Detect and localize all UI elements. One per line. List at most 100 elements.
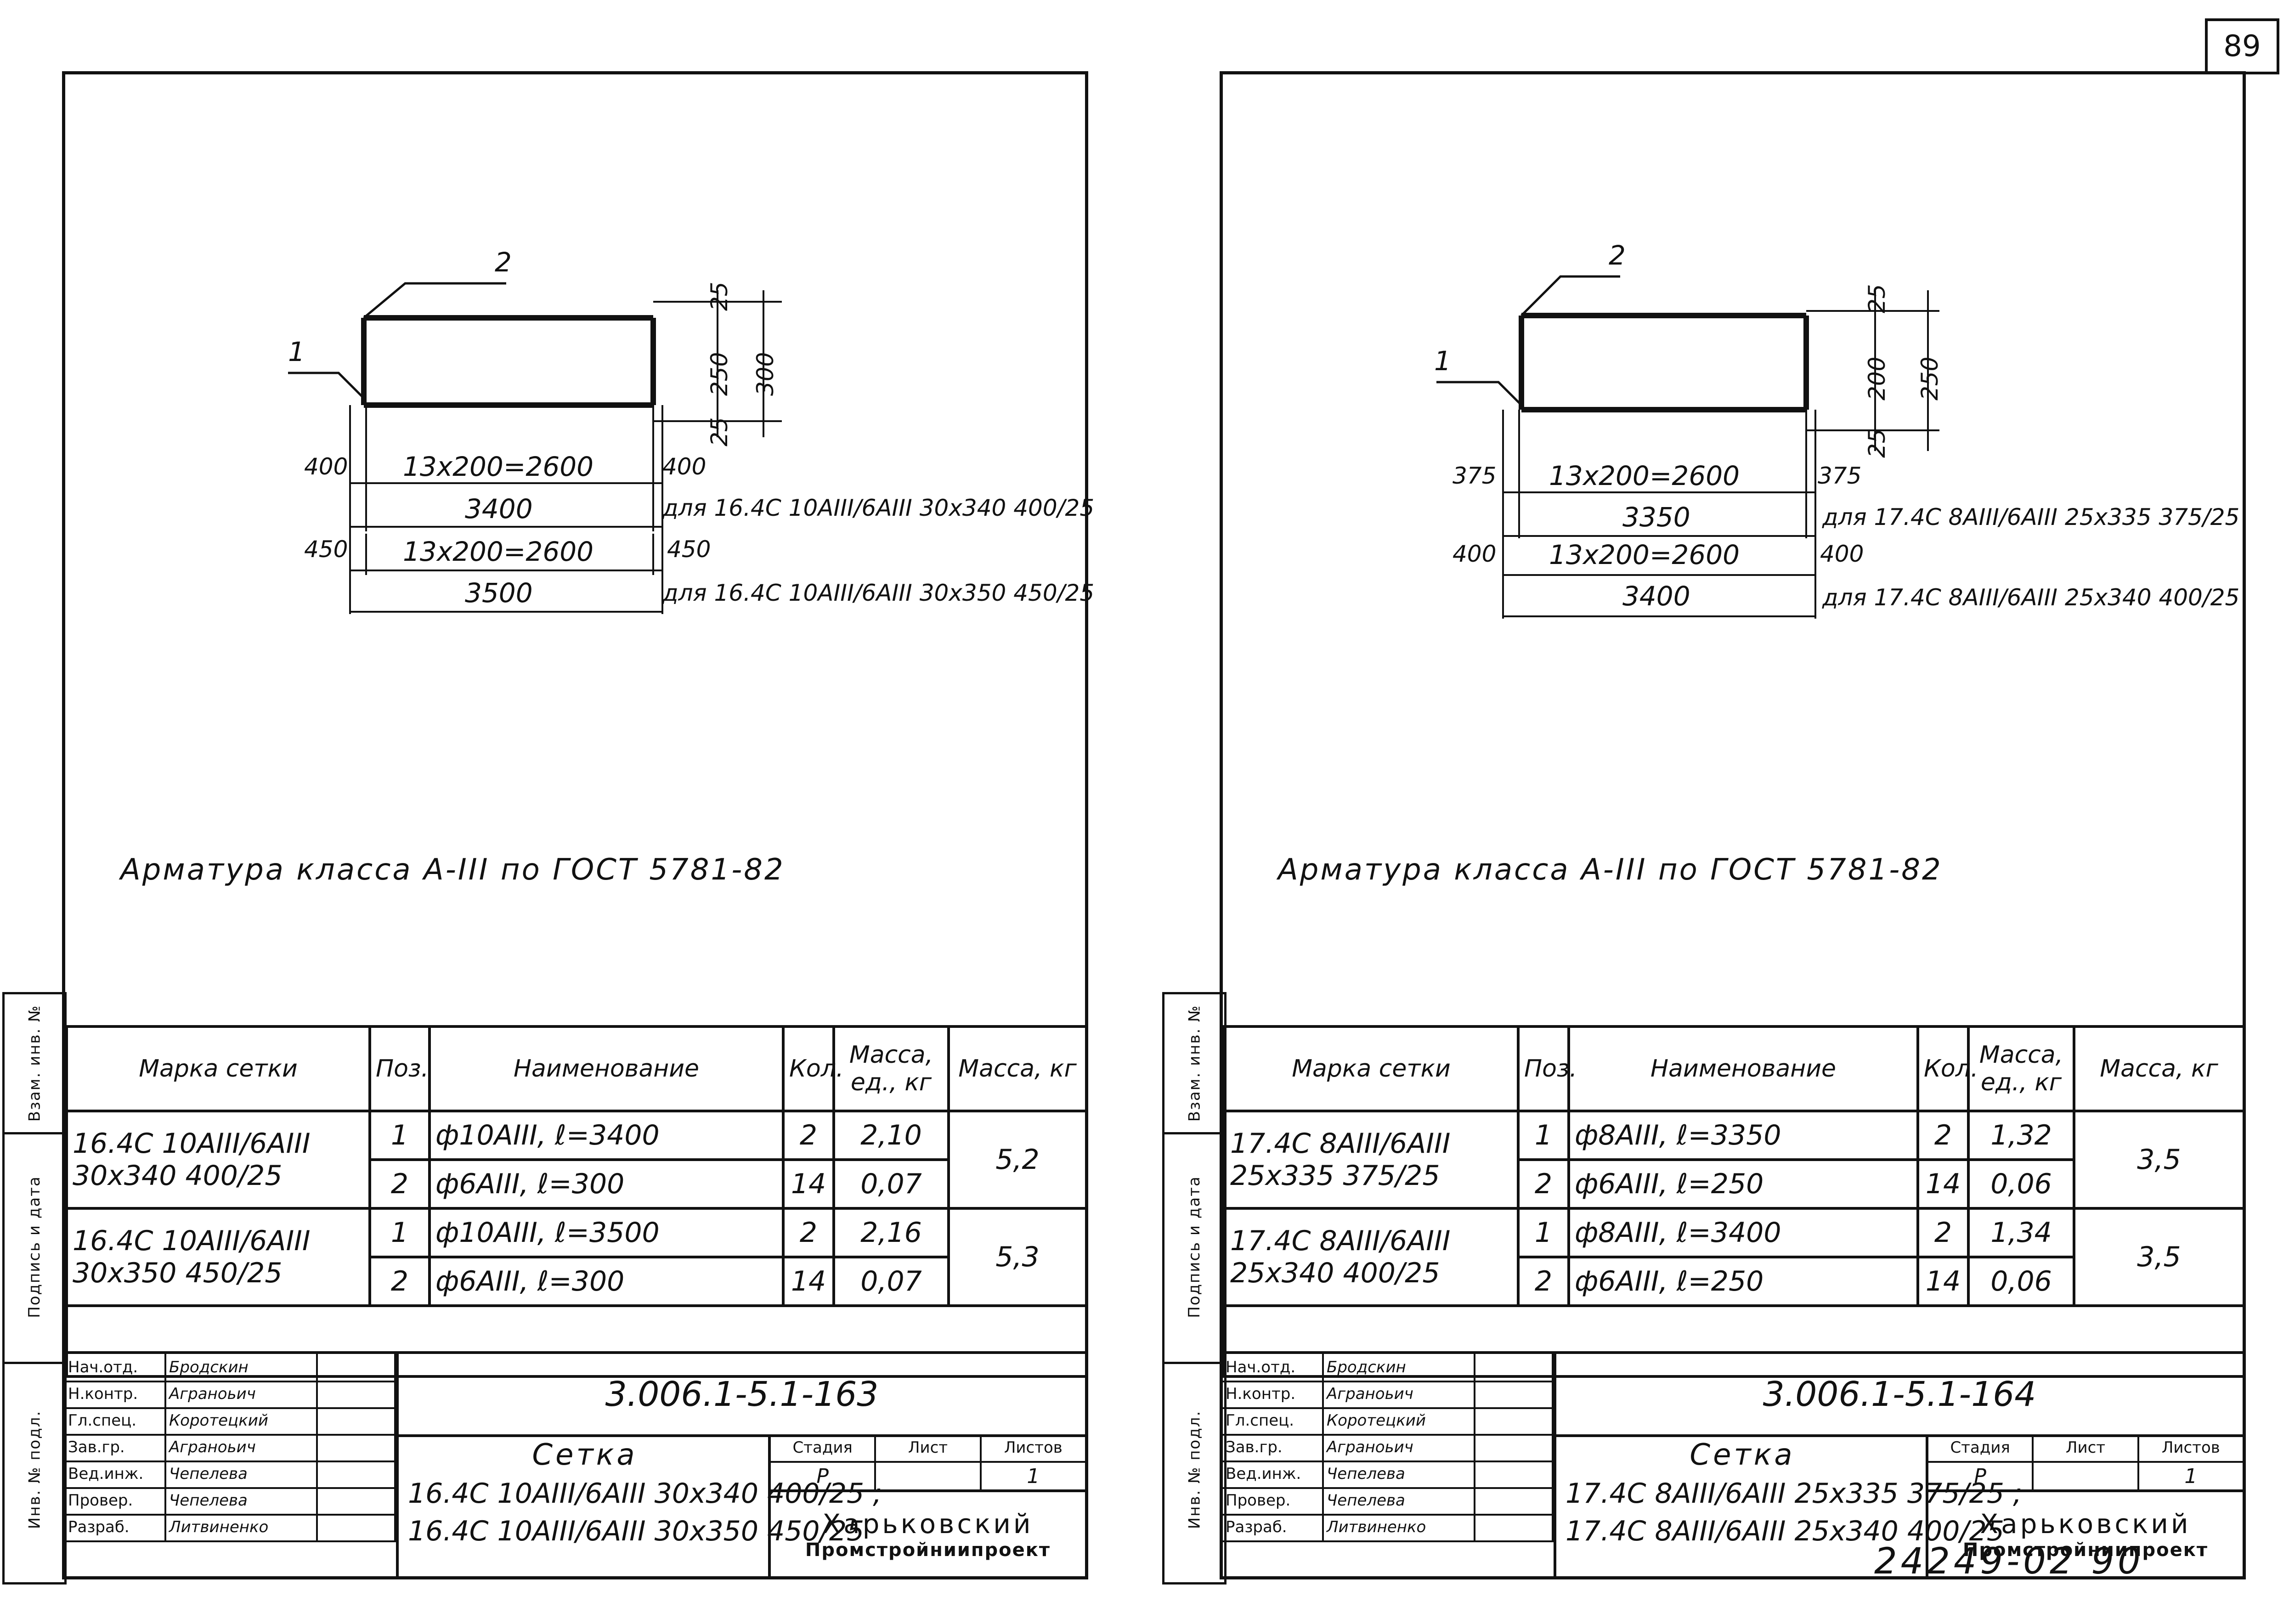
unit-mass-cell: 0,06 xyxy=(1967,1256,2075,1307)
sheets-value: 1 xyxy=(2139,1461,2243,1489)
mesh-drawing: 2 1 25 250 300 25 400 13x200=2600 400 34… xyxy=(65,74,1094,717)
table-row: 2 ф6АIII, ℓ=300 14 0,07 xyxy=(67,1256,1086,1307)
unit-mass-cell: 1,32 xyxy=(1967,1110,2075,1161)
name-cell: ф6АIII, ℓ=300 xyxy=(428,1256,785,1307)
qty-cell: 14 xyxy=(1916,1158,1970,1210)
unit-mass-cell: 0,07 xyxy=(832,1158,950,1210)
signature xyxy=(1475,1514,1554,1540)
specification-table: Марка сетки Поз. Наименование Кол. Масса… xyxy=(65,1025,1088,1378)
drawing-sheet-164: 2 1 25 200 250 25 375 13x200=2600 375 33… xyxy=(1220,71,2246,1579)
pos2-label: 2 xyxy=(1609,240,1626,271)
signature xyxy=(1475,1354,1554,1381)
pos-cell: 2 xyxy=(368,1158,431,1210)
mesh-drawing: 2 1 25 200 250 25 375 13x200=2600 375 33… xyxy=(1223,74,2243,717)
dim-row1-total: 3350 xyxy=(1622,502,1690,533)
dim-row2-total: 3400 xyxy=(1622,581,1690,612)
dim-mid: 250 xyxy=(706,352,733,396)
signature-row: Провер.Чепелева xyxy=(65,1487,396,1516)
signature-row: Гл.спец.Коротецкий xyxy=(1223,1407,1554,1436)
qty-cell: 14 xyxy=(782,1256,835,1307)
dim-row1-span: 13x200=2600 xyxy=(1549,460,1740,491)
side-strip-cell: Подпись и дата xyxy=(1164,1132,1224,1364)
stage-value: Р xyxy=(1928,1461,2032,1489)
dim-row1-span: 13x200=2600 xyxy=(403,451,594,482)
unit-mass-cell: 1,34 xyxy=(1967,1207,2075,1258)
dim-row2-span: 13x200=2600 xyxy=(1549,539,1740,570)
mesh-drawing-svg xyxy=(288,282,782,614)
signature-row: Нач.отд.Бродскин xyxy=(65,1354,396,1382)
name-cell: ф10АIII, ℓ=3400 xyxy=(428,1110,785,1161)
title-block: Нач.отд.Бродскин Н.контр.Аграноьич Гл.сп… xyxy=(65,1351,1085,1579)
stage-label: Стадия xyxy=(1950,1438,2010,1457)
unit-mass-cell: 2,10 xyxy=(832,1110,950,1161)
dim-row1-for: для 16.4С 10АIII/6АIII 30x340 400/25 xyxy=(662,495,1095,521)
mesh-mark: 17.4С 8АIII/6АIII 25x340 400/25 xyxy=(1223,1207,1520,1307)
signature-row: Нач.отд.Бродскин xyxy=(1223,1354,1554,1382)
side-strip-cell: Взам. инв. № xyxy=(1164,994,1224,1134)
header-qty: Кол. xyxy=(782,1025,844,1112)
header-unit-mass: Масса, ед., кг xyxy=(1967,1025,2075,1112)
sheets-value: 1 xyxy=(981,1461,1085,1489)
mesh-mark: 16.4С 10АIII/6АIII 30x350 450/25 xyxy=(65,1207,371,1307)
signature-list: Нач.отд.Бродскин Н.контр.Аграноьич Гл.сп… xyxy=(1223,1354,1554,1579)
sheet-value xyxy=(2034,1461,2137,1489)
pos-cell: 2 xyxy=(368,1256,431,1307)
dim-row1-right: 375 xyxy=(1818,462,1862,489)
header-mark: Марка сетки xyxy=(1223,1025,1520,1112)
qty-cell: 14 xyxy=(782,1158,835,1210)
header-unit-mass: Масса, ед., кг xyxy=(832,1025,950,1112)
organization-name: Промстройниипроект xyxy=(1962,1539,2209,1561)
dim-total: 300 xyxy=(752,352,779,396)
header-name: Наименование xyxy=(428,1025,785,1112)
side-strip-cell: Инв. № подл. xyxy=(25,1410,44,1529)
page-number: 89 xyxy=(2205,18,2279,74)
dim-row1-total: 3400 xyxy=(465,493,533,524)
header-pos: Поз. xyxy=(368,1025,431,1112)
signature-row: Вед.инж.Чепелева xyxy=(1223,1460,1554,1489)
signature-row: Гл.спец.Коротецкий xyxy=(65,1407,396,1436)
side-strip-cell: Взам. инв. № xyxy=(5,994,64,1134)
signature-row: Н.контр.Аграноьич xyxy=(1223,1381,1554,1409)
header-name: Наименование xyxy=(1567,1025,1919,1112)
signature xyxy=(318,1381,396,1407)
side-strip-cell: Инв. № подл. xyxy=(1185,1410,1204,1529)
qty-cell: 2 xyxy=(1916,1207,1970,1258)
table-header-row: Марка сетки Поз. Наименование Кол. Масса… xyxy=(65,1025,1088,1112)
table-row: 2 ф6АIII, ℓ=250 14 0,06 xyxy=(1224,1256,2244,1307)
drawing-title: Сетка 17.4С 8АIII/6АIII 25x335 375/25 ; … xyxy=(1554,1434,2022,1579)
table-row: 2 ф6АIII, ℓ=300 14 0,07 xyxy=(67,1158,1086,1210)
dim-row1-right: 400 xyxy=(662,453,706,480)
qty-cell: 14 xyxy=(1916,1256,1970,1307)
organization: Харьковский Промстройниипроект xyxy=(1926,1489,2243,1579)
qty-cell: 2 xyxy=(782,1207,835,1258)
name-cell: ф6АIII, ℓ=250 xyxy=(1567,1256,1919,1307)
dim-row2-span: 13x200=2600 xyxy=(403,536,594,567)
title-heading: Сетка xyxy=(532,1438,638,1472)
document-number: 3.006.1-5.1-163 xyxy=(396,1354,1085,1437)
dim-bottom: 25 xyxy=(1864,429,1890,458)
stage-value: Р xyxy=(771,1461,875,1489)
sheet-label: Лист xyxy=(2065,1438,2106,1457)
title-block: Нач.отд.Бродскин Н.контр.Аграноьич Гл.сп… xyxy=(1223,1351,2243,1579)
pos1-label: 1 xyxy=(288,336,305,367)
pos2-label: 2 xyxy=(495,247,512,278)
dim-row2-left: 400 xyxy=(1453,541,1497,567)
pos-cell: 1 xyxy=(368,1207,431,1258)
header-pos: Поз. xyxy=(1517,1025,1577,1112)
dim-top: 25 xyxy=(1864,284,1890,313)
name-cell: ф6АIII, ℓ=250 xyxy=(1567,1158,1919,1210)
pos-cell: 2 xyxy=(1517,1256,1570,1307)
table-row: 2 ф6АIII, ℓ=250 14 0,06 xyxy=(1224,1158,2244,1210)
signature-row: Разраб.Литвиненко xyxy=(1223,1514,1554,1542)
dim-row1-left: 375 xyxy=(1453,462,1497,489)
qty-cell: 2 xyxy=(1916,1110,1970,1161)
document-number: 3.006.1-5.1-164 xyxy=(1554,1354,2243,1437)
pos1-label: 1 xyxy=(1434,345,1451,377)
side-strip-left: Взам. инв. № Подпись и дата Инв. № подл. xyxy=(2,992,67,1585)
sheet-value xyxy=(876,1461,980,1489)
signature xyxy=(1475,1460,1554,1487)
signature-row: Разраб.Литвиненко xyxy=(65,1514,396,1542)
total-mass-cell: 5,3 xyxy=(947,1207,1088,1307)
header-mark: Марка сетки xyxy=(65,1025,371,1112)
